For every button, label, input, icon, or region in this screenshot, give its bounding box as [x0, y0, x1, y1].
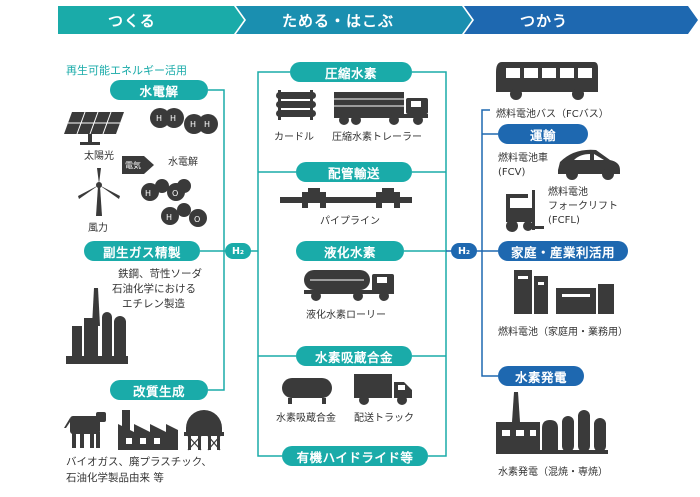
- byproduct-desc-line: 鉄鋼、苛性ソーダ: [118, 268, 202, 280]
- curdle-cylinder-icon: [276, 90, 316, 120]
- hydrogen-power-pill: 水素発電: [498, 366, 584, 386]
- trailer-label: 圧縮水素トレーラー: [332, 132, 422, 143]
- wind-label: 風力: [88, 223, 108, 234]
- electrolysis-pill: 水電解: [110, 80, 208, 100]
- power-label: 水素発電（混焼・専焼）: [498, 467, 608, 478]
- delivery-truck-icon: [354, 374, 412, 405]
- reforming-desc-line: 石油化学製品由来 等: [66, 472, 164, 484]
- byproduct-desc-line: 石油化学における: [112, 283, 196, 295]
- h-atom-label: H: [170, 114, 177, 123]
- electric-tag: 電気: [125, 161, 141, 170]
- stage-tsukuru: つくる: [108, 12, 156, 30]
- forklift-label-line: (FCFL): [548, 215, 580, 226]
- solar-label: 太陽光: [84, 151, 114, 162]
- transport-pill: 運輸: [498, 124, 588, 144]
- reforming-desc-line: バイオガス、廃プラスチック、: [66, 456, 212, 468]
- water-molecule-icon: [141, 179, 207, 227]
- pipeline-transport-pill: 配管輸送: [296, 162, 412, 182]
- o-atom-label: O: [194, 215, 201, 224]
- wind-turbine-icon: [78, 168, 120, 216]
- o-atom-label: O: [172, 189, 179, 198]
- solar-panel-icon: [64, 111, 124, 145]
- fuel-cell-label: 燃料電池（家庭用・業務用）: [498, 327, 628, 338]
- storage-tank-icon: [282, 378, 332, 404]
- pipeline-label: パイプライン: [320, 216, 380, 227]
- byproduct-gas-pill: 副生ガス精製: [84, 241, 200, 261]
- reforming-pill: 改質生成: [110, 380, 208, 400]
- stage-tsukau: つかう: [520, 12, 569, 30]
- curdle-label: カードル: [274, 132, 314, 143]
- h2-badge-left: H₂: [225, 243, 251, 259]
- organic-hydride-pill: 有機ハイドライド等: [282, 446, 428, 466]
- stage-tameru-hakobu: ためる・はこぶ: [282, 12, 395, 30]
- h2-badge-right: H₂: [451, 243, 477, 259]
- h-atom-label: H: [156, 114, 163, 123]
- water-electrolysis-label: 水電解: [168, 157, 198, 168]
- electricity-arrow-icon: [122, 156, 154, 174]
- chemical-plant-icon: [66, 288, 128, 364]
- renewable-header: 再生可能エネルギー活用: [66, 64, 187, 77]
- cow-icon: [64, 412, 106, 448]
- forklift-icon: [506, 190, 544, 232]
- fcv-label-line: 燃料電池車: [498, 153, 548, 164]
- fuel-cell-unit-icon: [514, 270, 614, 314]
- storage-alloy-pill: 水素吸蔵合金: [296, 346, 412, 366]
- hydrogen-molecule-icon: [150, 108, 218, 134]
- home-industry-pill: 家庭・産業利活用: [498, 241, 628, 261]
- stage-header-bar: [58, 6, 698, 34]
- fc-bus-icon: [496, 62, 598, 100]
- fcv-car-icon: [558, 149, 620, 180]
- compressed-trailer-icon: [334, 92, 428, 125]
- h-atom-label: H: [204, 120, 211, 129]
- liquid-lorry-icon: [304, 270, 394, 301]
- forklift-label-line: フォークリフト: [548, 201, 618, 212]
- alloy-tank-label: 水素吸蔵合金: [276, 413, 336, 424]
- lorry-label: 液化水素ローリー: [306, 310, 386, 321]
- byproduct-desc-line: エチレン製造: [122, 298, 185, 310]
- biogas-tank-icon: [184, 410, 224, 451]
- h-atom-label: H: [166, 213, 173, 222]
- fc-bus-label: 燃料電池バス（FCバス）: [496, 109, 609, 120]
- compressed-hydrogen-pill: 圧縮水素: [290, 62, 412, 82]
- fcv-label-line: (FCV): [498, 167, 526, 178]
- pipeline-icon: [280, 188, 412, 208]
- forklift-label-line: 燃料電池: [548, 187, 588, 198]
- delivery-truck-label: 配送トラック: [354, 413, 414, 424]
- h-atom-label: H: [190, 120, 197, 129]
- factory-icon: [118, 410, 178, 450]
- power-plant-icon: [496, 392, 608, 454]
- h-atom-label: H: [145, 189, 152, 198]
- liquid-hydrogen-pill: 液化水素: [296, 241, 404, 261]
